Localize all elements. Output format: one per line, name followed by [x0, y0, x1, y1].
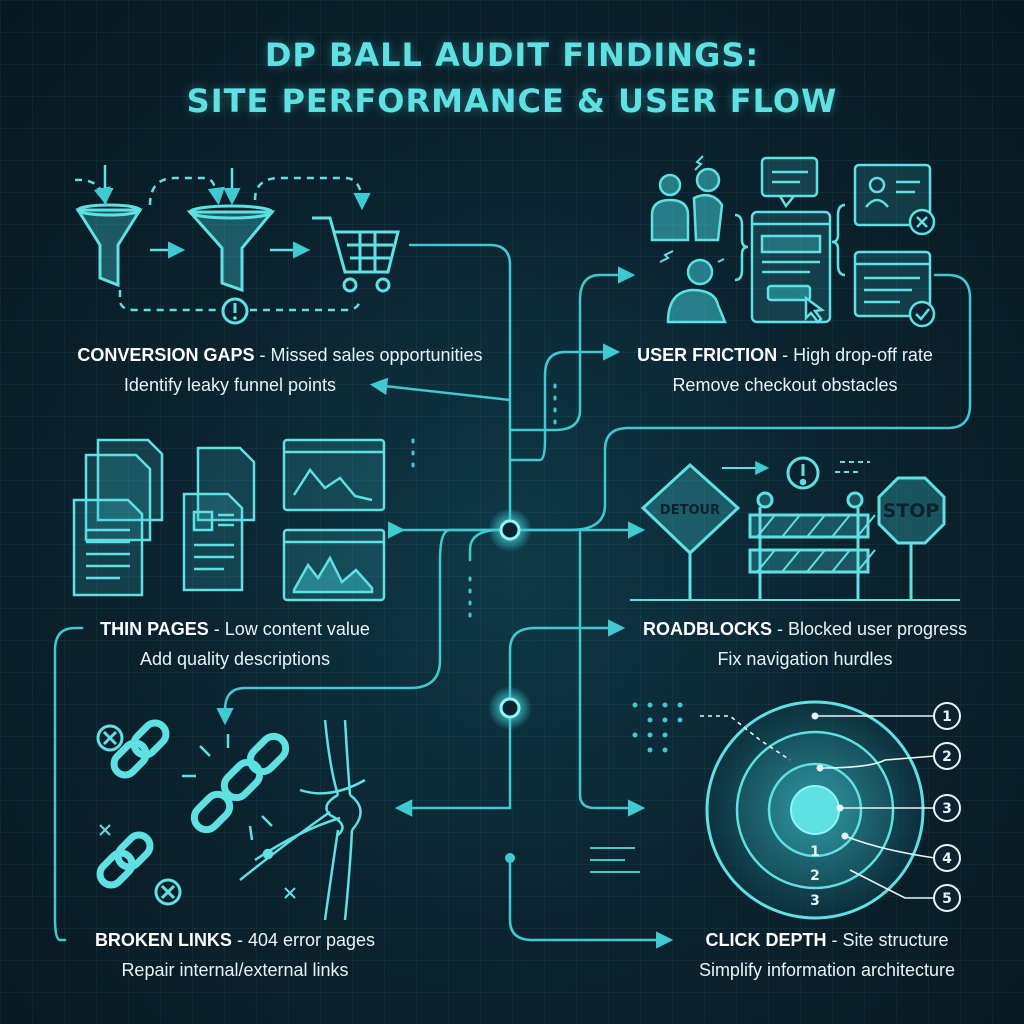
section-heading: USER FRICTION	[637, 345, 778, 365]
roadblocks-label: ROADBLOCKS - Blocked user progress Fix n…	[615, 614, 995, 674]
broken-links-label: BROKEN LINKS - 404 error pages Repair in…	[65, 925, 405, 985]
shopping-cart-icon	[312, 216, 400, 293]
sitting-user-icon	[666, 258, 727, 324]
click-depth-label: CLICK DEPTH - Site structure Simplify in…	[672, 925, 982, 985]
section-action: Identify leaky funnel points	[123, 375, 337, 395]
warning-icon	[221, 297, 249, 325]
funnel-icon-2	[186, 204, 276, 293]
dotted-accents	[411, 383, 557, 622]
section-heading: ROADBLOCKS	[642, 619, 772, 639]
depth-marker-4: 4	[942, 851, 952, 867]
depth-marker-1: 1	[942, 709, 952, 725]
depth-level-1: 1	[810, 844, 820, 860]
depth-dots	[811, 712, 849, 840]
depth-level-3: 3	[810, 893, 820, 909]
section-heading: THIN PAGES	[100, 619, 209, 639]
depth-text-lines	[590, 847, 640, 873]
document-stack-icon	[72, 438, 164, 597]
barricade-icon	[748, 491, 876, 600]
separator: -	[826, 930, 843, 950]
section-subtitle: Blocked user progress	[787, 619, 968, 639]
separator: -	[771, 619, 788, 639]
section-subtitle: Low content value	[224, 619, 370, 639]
section-action: Remove checkout obstacles	[672, 375, 898, 395]
section-subtitle: 404 error pages	[247, 930, 376, 950]
brace-icon	[734, 203, 846, 282]
stop-sign-label: STOP	[883, 500, 940, 522]
profile-error-icon	[853, 163, 936, 236]
page-title: DP BALL AUDIT FINDINGS:	[264, 36, 760, 74]
separator: -	[777, 345, 794, 365]
section-subtitle: Missed sales opportunities	[270, 345, 483, 365]
checkout-form-icon	[750, 210, 832, 324]
depth-marker-5: 5	[942, 891, 952, 907]
depth-target-icon	[705, 700, 925, 920]
separator: -	[231, 930, 248, 950]
chat-bubble-icon	[760, 156, 819, 209]
frustration-marks	[659, 155, 725, 263]
user-friction-label: USER FRICTION - High drop-off rate Remov…	[610, 340, 960, 400]
roadblock-alert-icon	[630, 456, 960, 601]
analytics-chart-icon	[282, 438, 386, 602]
section-action: Simplify information architecture	[698, 960, 956, 980]
document-icon	[182, 446, 256, 592]
detour-sign-icon: DETOUR	[640, 462, 741, 600]
depth-grid-dots	[632, 702, 683, 753]
form-success-icon	[853, 250, 936, 328]
broken-chain-icon	[96, 719, 290, 889]
depth-marker-2: 2	[942, 749, 952, 765]
separator: -	[254, 345, 271, 365]
detour-sign-label: DETOUR	[660, 503, 720, 518]
depth-leader-lines	[700, 715, 936, 899]
section-action: Add quality descriptions	[139, 649, 331, 669]
section-heading: CONVERSION GAPS	[77, 345, 255, 365]
depth-inner-markers: 1 2 3	[810, 844, 820, 909]
section-heading: BROKEN LINKS	[94, 930, 232, 950]
depth-level-2: 2	[810, 868, 820, 884]
thin-pages-label: THIN PAGES - Low content value Add quali…	[70, 614, 400, 674]
funnel-icon	[75, 203, 143, 288]
section-subtitle: High drop-off rate	[793, 345, 933, 365]
section-action: Repair internal/external links	[121, 960, 349, 980]
section-heading: CLICK DEPTH	[705, 930, 827, 950]
depth-outer-markers: 1 2 3 4 5	[933, 702, 961, 912]
stop-sign-icon: STOP	[877, 476, 946, 600]
page-subtitle: SITE PERFORMANCE & USER FLOW	[186, 82, 838, 120]
separator: -	[208, 619, 225, 639]
conversion-gaps-label: CONVERSION GAPS - Missed sales opportuni…	[40, 340, 520, 400]
section-action: Fix navigation hurdles	[717, 649, 893, 669]
spark-marks	[182, 734, 273, 841]
section-subtitle: Site structure	[842, 930, 949, 950]
flow-nodes	[488, 508, 532, 863]
depth-marker-3: 3	[942, 801, 952, 817]
frustrated-user-icon	[650, 167, 724, 242]
frayed-cable-icon	[239, 719, 366, 921]
close-icon	[96, 724, 296, 906]
funnel-arrows	[74, 165, 371, 312]
